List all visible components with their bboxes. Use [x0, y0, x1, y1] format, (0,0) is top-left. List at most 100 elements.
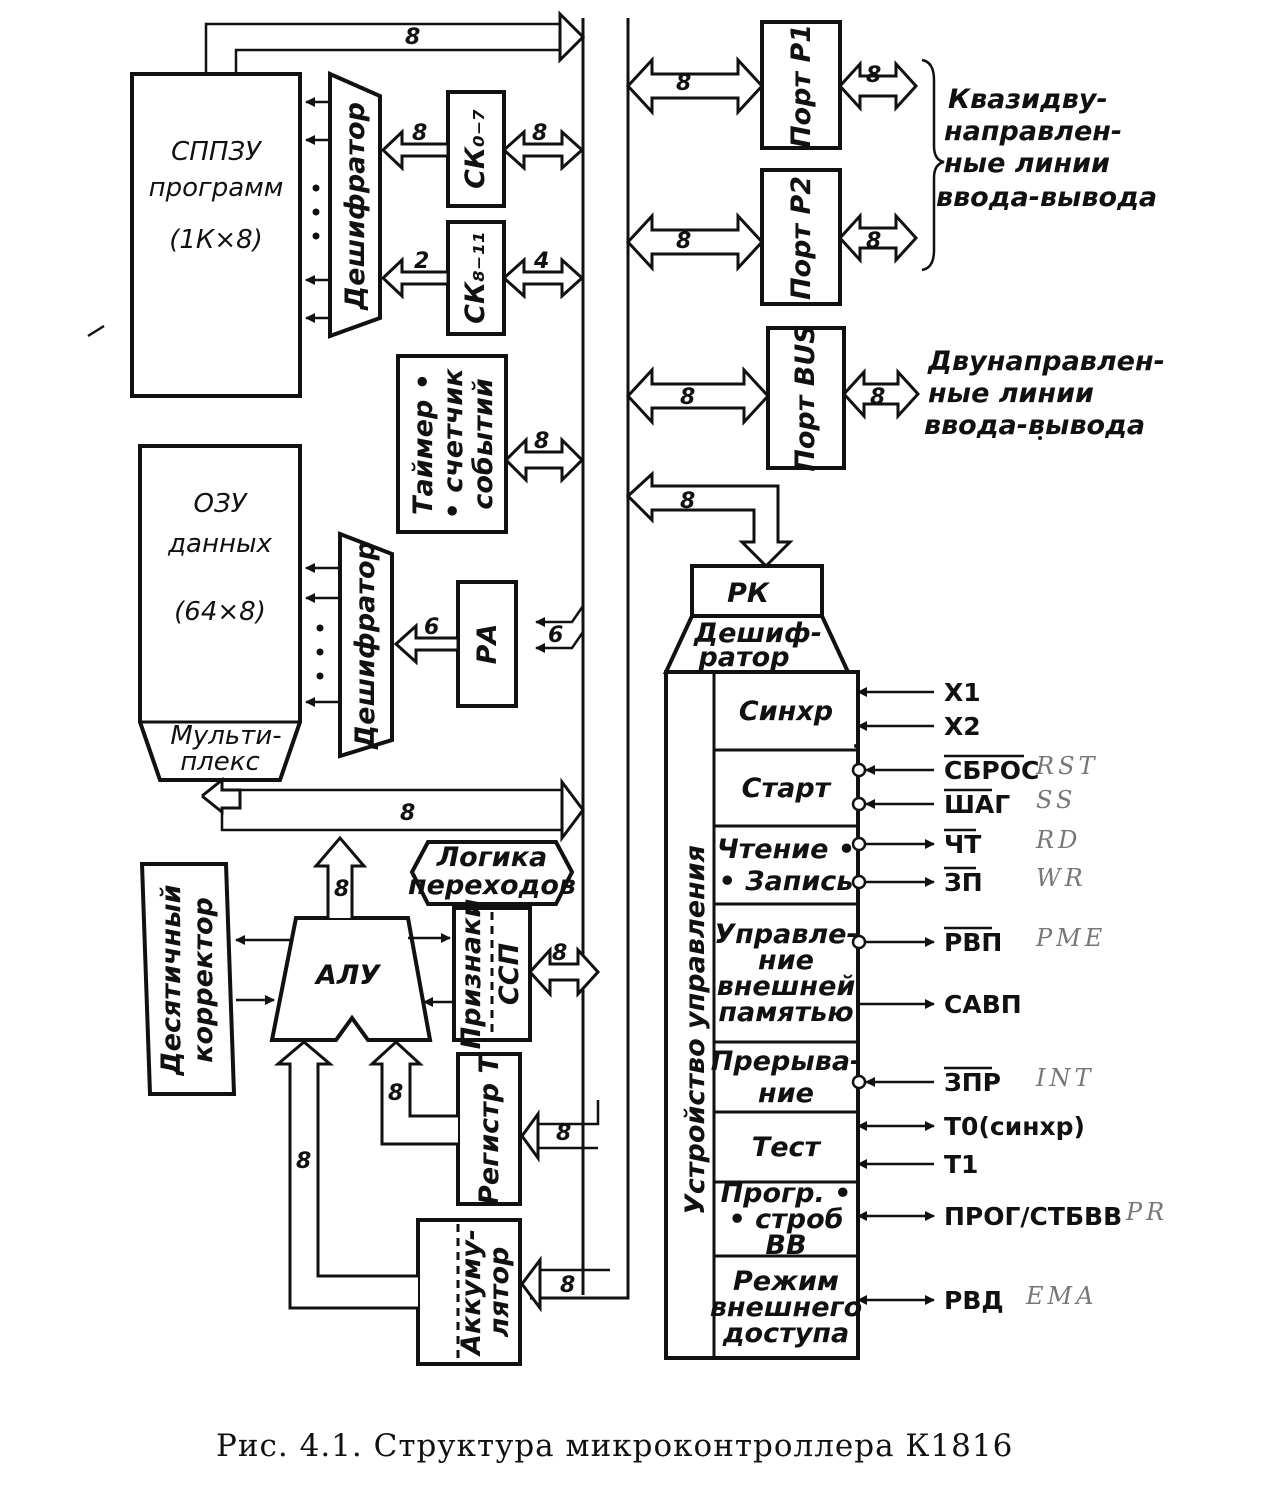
quasi-label-1: Квазидву- — [948, 84, 1108, 115]
ram-block: ОЗУ данных (64×8) Мульти- плекс — [138, 444, 302, 782]
decimal-corrector-label-2: корректор — [188, 897, 219, 1063]
ra-label: РА — [472, 624, 503, 665]
bus-width-p1-ext: 8 — [866, 63, 881, 88]
scan-dot — [854, 744, 858, 748]
control-section-6-line-1: • строб — [728, 1204, 843, 1235]
accumulator: Аккуму- лятор 8 8 — [273, 1040, 610, 1366]
rk-decoder-label-2: ратор — [697, 642, 789, 673]
ram-mux-label-1: Мульти- — [170, 721, 281, 751]
quasi-lines-label: Квазидву- направлен- ные линии ввода-выв… — [936, 84, 1157, 213]
ra-register: РА 6 6 — [393, 580, 585, 708]
port-p1-label: Порт Р1 — [786, 24, 817, 148]
prom-decoder-label: Дешифратор — [340, 102, 371, 311]
rk-decoder-label-1: Дешиф- — [693, 618, 822, 649]
acc-label-1: Аккуму- — [456, 1229, 487, 1357]
branch-logic: Логика переходов — [408, 840, 576, 906]
inverse-ring — [851, 1074, 867, 1090]
bus-width-portbus: 8 — [680, 385, 695, 410]
signal-note-5: WR — [1036, 864, 1087, 892]
signal-label-4: ЧТ — [944, 830, 981, 859]
prom-label-1: СППЗУ — [171, 137, 263, 167]
control-section-7-line-1: внешнего — [710, 1292, 862, 1323]
bidir-lines-label: Двунаправлен- ные линии ввода-вывода — [924, 346, 1165, 441]
bus-width-pc-low-dec: 8 — [412, 121, 427, 146]
signal-note-8: INT — [1035, 1064, 1095, 1092]
ram-label-2: данных — [167, 529, 272, 559]
inverse-ring — [851, 934, 867, 950]
decimal-corrector: Десятичный корректор — [139, 862, 237, 1096]
control-section-4-line-1: ние — [758, 1078, 814, 1109]
control-section-6-line-2: ВВ — [765, 1230, 806, 1261]
control-section-7-line-2: доступа — [722, 1318, 849, 1349]
bus-rk-link: 8 — [625, 470, 794, 569]
control-section-3-line-1: ние — [758, 945, 814, 976]
bus-width-pc-low-bus: 8 — [532, 121, 547, 146]
signal-note-11: PR — [1125, 1198, 1168, 1226]
bus-width-p2: 8 — [676, 229, 691, 254]
signal-label-6: РВП — [944, 928, 1002, 957]
ram-decoder-label: Дешифратор — [350, 541, 381, 750]
port-p1: Порт Р1 8 8 — [625, 20, 919, 150]
bus-width-prom: 8 — [405, 25, 420, 50]
timer-label-1: Таймер • — [408, 373, 439, 515]
bus-width-rk: 8 — [680, 489, 695, 514]
bidir-label-1: Двунаправлен- — [927, 346, 1165, 377]
control-unit: Устройство управления — [664, 670, 860, 1360]
signal-note-12: EMA — [1025, 1282, 1097, 1310]
bus-width-ra-bus: 6 — [548, 623, 563, 648]
signal-label-2: СБРОС — [944, 756, 1039, 785]
prom-label-3: (1К×8) — [169, 225, 263, 255]
reg-t-label: Регистр Т — [474, 1052, 505, 1205]
signal-note-4: RD — [1035, 826, 1081, 854]
signal-label-0: Х1 — [944, 678, 981, 707]
prom-decoder: Дешифратор — [305, 70, 382, 339]
flags-label: Признаки — [456, 899, 487, 1050]
signal-label-5: ЗП — [944, 868, 983, 897]
signal-label-1: Х2 — [944, 712, 981, 741]
signal-note-3: SS — [1036, 786, 1076, 814]
timer-label-3: событий — [468, 378, 499, 509]
bidir-label-3: ввода-вывода — [924, 410, 1145, 441]
port-bus-label: Порт BUS — [790, 324, 821, 471]
bus-width-p2-ext: 8 — [866, 229, 881, 254]
acc-label-2: лятор — [484, 1247, 515, 1338]
signal-label-7: САВП — [944, 990, 1022, 1019]
control-section-1-line-0: Старт — [742, 773, 832, 804]
bus-width-acc-bus: 8 — [560, 1273, 575, 1298]
port-bus: Порт BUS 8 8 — [625, 324, 921, 472]
rk-register: РК — [690, 564, 824, 618]
prom-block: СППЗУ программ (1К×8) — [130, 72, 302, 398]
ram-decoder: Дешифратор — [305, 531, 394, 759]
control-section-3-line-2: внешней — [717, 971, 856, 1002]
alu: АЛУ 8 — [269, 835, 452, 1042]
control-section-2-line-1: • Запись — [719, 866, 854, 897]
control-section-5-line-0: Тест — [752, 1132, 822, 1163]
timer-counter: Таймер • • счетчик событий 8 — [396, 354, 585, 534]
control-section-2-line-0: Чтение • — [717, 834, 855, 865]
signal-label-12: РВД — [944, 1286, 1004, 1315]
alu-label: АЛУ — [314, 960, 381, 991]
inverse-ring — [851, 796, 867, 812]
port-p2-label: Порт Р2 — [786, 176, 817, 300]
scan-dot — [1038, 436, 1042, 440]
bus-width-regt-alu: 8 — [388, 1081, 403, 1106]
figure-caption: Рис. 4.1. Структура микроконтроллера К18… — [216, 1428, 1013, 1464]
quasi-label-4: ввода-вывода — [936, 182, 1157, 213]
ram-bus-link: 8 — [201, 776, 585, 843]
signal-label-10: Т1 — [944, 1150, 978, 1179]
bus-width-ra-dec: 6 — [424, 615, 439, 640]
ram-mux-label-2: плекс — [180, 747, 260, 777]
control-section-3-line-3: памятью — [718, 997, 853, 1028]
bus-width-pc-high-bus: 4 — [533, 249, 549, 274]
control-section-0-line-0: Синхр — [739, 696, 833, 727]
inverse-ring — [851, 836, 867, 852]
inverse-ring — [851, 874, 867, 890]
pc-low-label: СК₀₋₇ — [460, 109, 491, 189]
timer-label-2: • счетчик — [438, 368, 469, 520]
quasi-label-3: ные линии — [944, 148, 1110, 179]
branch-logic-label-2: переходов — [408, 870, 576, 901]
control-section-3-line-0: Управле- — [714, 919, 857, 950]
control-section-6-line-0: Прогр. • — [721, 1178, 852, 1209]
